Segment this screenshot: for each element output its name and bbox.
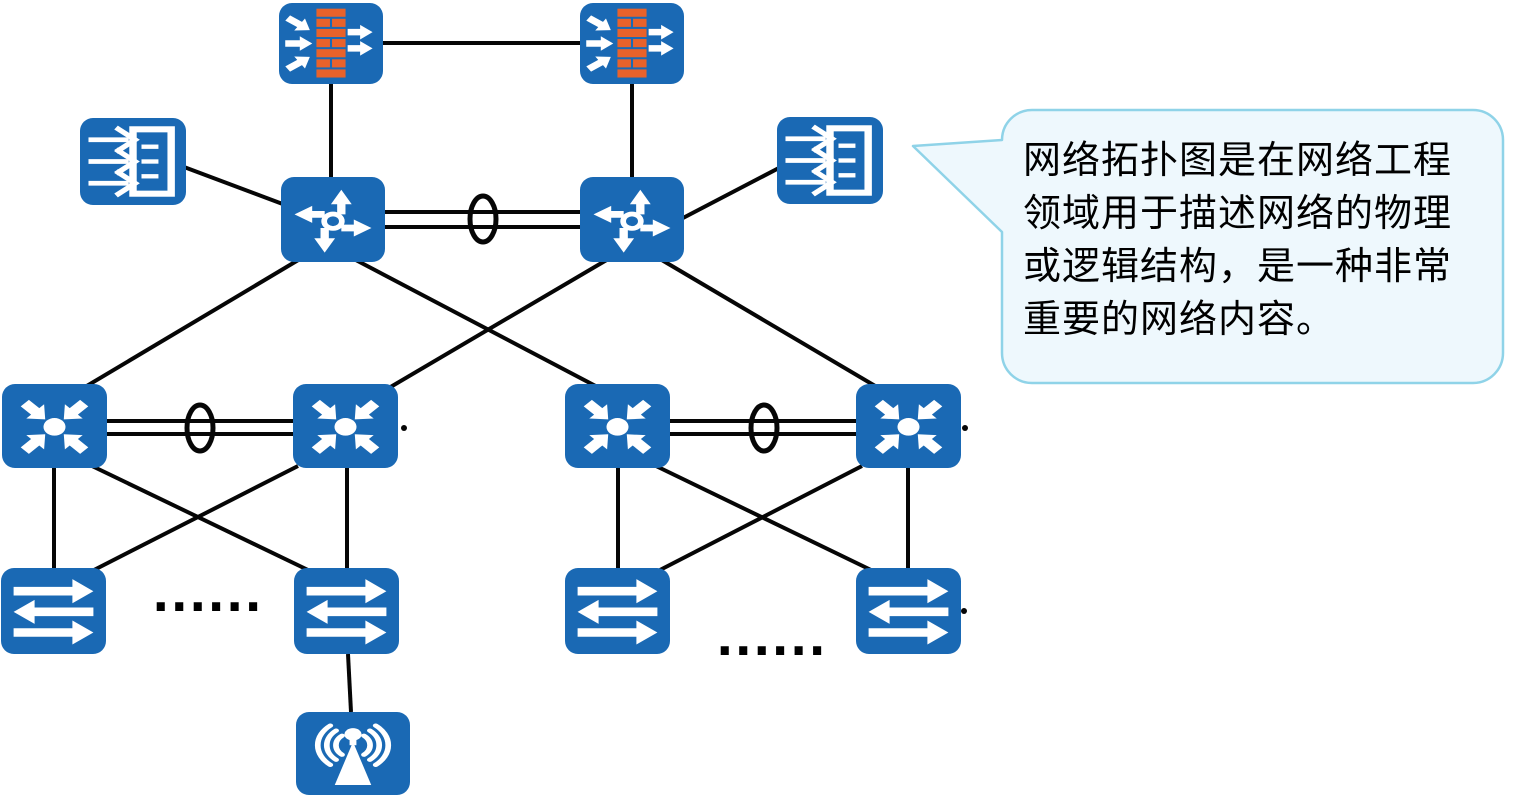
agg-switch-icon xyxy=(565,384,670,468)
access-switch-3-node xyxy=(565,568,670,654)
agg-switch-icon xyxy=(2,384,107,468)
agg-switch-2-node xyxy=(293,384,398,468)
server-right-node xyxy=(777,117,883,204)
wireless-ap-node xyxy=(296,712,410,795)
agg-switch-icon xyxy=(293,384,398,468)
firewall-2-node xyxy=(580,3,684,84)
router-icon xyxy=(580,177,684,262)
ellipsis-right: ...... xyxy=(716,612,827,666)
access-switch-icon xyxy=(1,568,106,654)
agg-switch-3-node xyxy=(565,384,670,468)
wireless-ap-icon xyxy=(296,712,410,795)
link-line xyxy=(653,254,884,392)
access-switch-2-node xyxy=(294,568,399,654)
server-icon xyxy=(80,118,186,205)
agg-switch-1-node xyxy=(2,384,107,468)
stub-dot xyxy=(401,425,407,431)
link-aggregation-ellipse xyxy=(184,402,216,454)
access-switch-4-node xyxy=(856,568,961,654)
link-aggregation-ellipse xyxy=(467,193,499,245)
access-switch-icon xyxy=(856,568,961,654)
firewall-icon xyxy=(279,3,383,84)
speech-bubble xyxy=(911,108,1505,385)
firewall-icon xyxy=(580,3,684,84)
link-line xyxy=(380,256,612,394)
stub-dot xyxy=(962,425,968,431)
link-aggregation-ellipse xyxy=(748,402,780,454)
access-switch-1-node xyxy=(1,568,106,654)
link-line xyxy=(659,464,863,572)
agg-switch-icon xyxy=(856,384,961,468)
callout-text: 网络拓扑图是在网络工程 领域用于描述网络的物理 或逻辑结构，是一种非常 重要的网… xyxy=(1023,138,1453,341)
server-icon xyxy=(777,117,883,204)
agg-switch-4-node xyxy=(856,384,961,468)
link-line xyxy=(78,254,307,392)
server-left-node xyxy=(80,118,186,205)
ellipsis-left: ...... xyxy=(152,568,263,622)
access-switch-icon xyxy=(565,568,670,654)
access-switch-icon xyxy=(294,568,399,654)
link-line xyxy=(351,256,608,394)
firewall-1-node xyxy=(279,3,383,84)
router-right-node xyxy=(580,177,684,262)
router-left-node xyxy=(281,177,385,262)
stub-dot xyxy=(961,608,967,614)
router-icon xyxy=(281,177,385,262)
link-line xyxy=(346,653,353,713)
link-line xyxy=(93,464,299,572)
